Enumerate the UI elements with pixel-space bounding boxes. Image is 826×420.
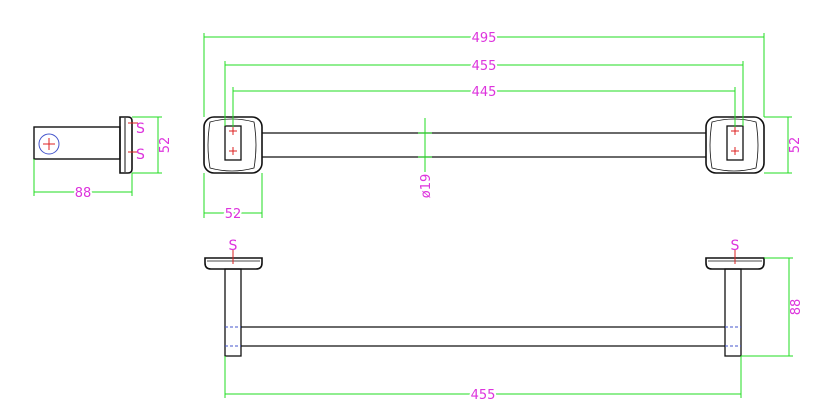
dim-445-text: 445 — [472, 85, 497, 100]
dim-495-text: 495 — [472, 31, 497, 46]
side-s-label-top: S — [136, 121, 145, 137]
front-left-plate — [204, 257, 263, 270]
dim-front-88-text: 88 — [789, 299, 804, 316]
dim-52-right-text: 52 — [788, 137, 803, 154]
dim-52-bottom-text: 52 — [225, 207, 242, 222]
side-s-label-bottom: S — [136, 147, 145, 163]
top-view: 495 455 445 ø19 52 52 — [203, 29, 803, 224]
dim-455-bottom-text: 455 — [471, 388, 496, 403]
front-s-label-left: S — [229, 238, 238, 254]
dim-455-top-text: 455 — [472, 59, 497, 74]
side-screw-hole — [38, 133, 60, 155]
side-view: S S 52 88 — [33, 116, 173, 203]
front-left-post — [224, 268, 242, 357]
front-view: S S 88 455 — [204, 238, 804, 405]
top-left-plate-inner — [207, 118, 257, 172]
dim-side-88-text: 88 — [75, 186, 92, 201]
front-s-label-right: S — [731, 238, 740, 254]
dim-side-52-text: 52 — [158, 137, 173, 154]
side-wall-plate — [119, 116, 133, 174]
dim-dia-text: ø19 — [419, 174, 434, 199]
top-right-plate-inner — [709, 118, 759, 172]
front-right-plate — [705, 257, 765, 270]
front-right-post — [724, 268, 742, 357]
